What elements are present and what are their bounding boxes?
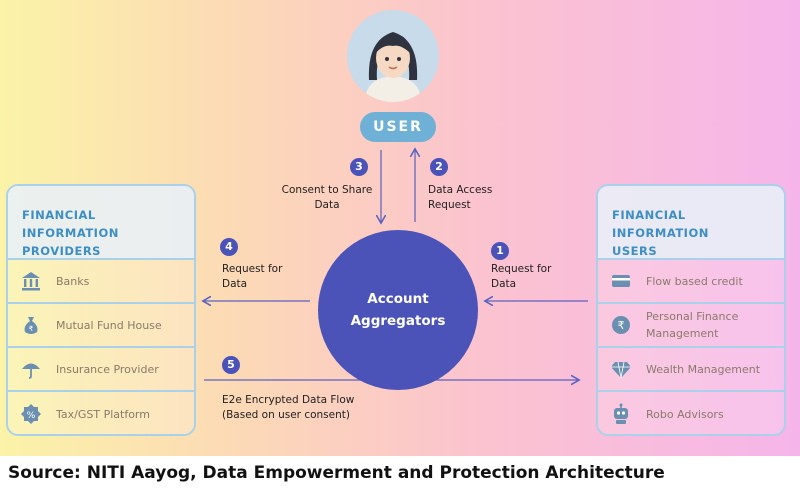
user-item-flow-based-credit: Flow based credit	[598, 260, 784, 304]
account-aggregators-node: Account Aggregators	[318, 230, 478, 390]
step-5-badge: 5	[222, 356, 240, 374]
step-1-badge: 1	[491, 242, 509, 260]
step-4-badge: 4	[220, 238, 238, 256]
svg-text:₹: ₹	[29, 325, 34, 333]
step-3-badge: 3	[350, 158, 368, 176]
robot-icon	[614, 403, 628, 424]
step-3-label: Consent to Share Data	[281, 184, 373, 211]
user-item-wealth-management: Wealth Management	[598, 348, 784, 392]
step-2-badge: 2	[430, 158, 448, 176]
step-4-label: Request for Data	[222, 263, 283, 290]
provider-item-insurance-provider: Insurance Provider	[8, 348, 194, 392]
step-2-label: Data Access Request	[428, 184, 493, 211]
percent-badge-icon: %	[21, 404, 41, 424]
step-1-label: Request for Data	[491, 263, 552, 290]
step-5-label: E2e Encrypted Data Flow (Based on user c…	[222, 394, 355, 421]
user-item-robo-advisors: Robo Advisors	[598, 392, 784, 434]
footer-strip	[0, 456, 800, 500]
provider-item-tax-gst-platform: % Tax/GST Platform	[8, 392, 194, 434]
woman-avatar-icon	[365, 32, 421, 102]
credit-card-icon	[612, 275, 630, 287]
financial-information-providers-panel: FINANCIAL INFORMATION PROVIDERS Banks ₹ …	[6, 184, 196, 436]
money-bag-icon: ₹	[24, 317, 38, 334]
bank-icon	[22, 272, 40, 291]
user-avatar	[347, 10, 439, 102]
umbrella-icon	[22, 363, 40, 379]
svg-text:₹: ₹	[618, 319, 625, 332]
financial-information-users-panel: FINANCIAL INFORMATION USERS Flow based c…	[596, 184, 786, 436]
rupee-coin-icon: ₹	[612, 316, 630, 334]
svg-text:%: %	[27, 411, 36, 421]
diamond-icon	[611, 361, 631, 379]
provider-item-mutual-fund-house: ₹ Mutual Fund House	[8, 304, 194, 348]
user-item-personal-finance-management: ₹ Personal Finance Management	[598, 304, 784, 348]
user-label: USER	[360, 112, 436, 142]
users-panel-title: FINANCIAL INFORMATION USERS	[598, 186, 784, 260]
source-caption: Source: NITI Aayog, Data Empowerment and…	[8, 463, 665, 483]
providers-panel-title: FINANCIAL INFORMATION PROVIDERS	[8, 186, 194, 260]
provider-item-banks: Banks	[8, 260, 194, 304]
